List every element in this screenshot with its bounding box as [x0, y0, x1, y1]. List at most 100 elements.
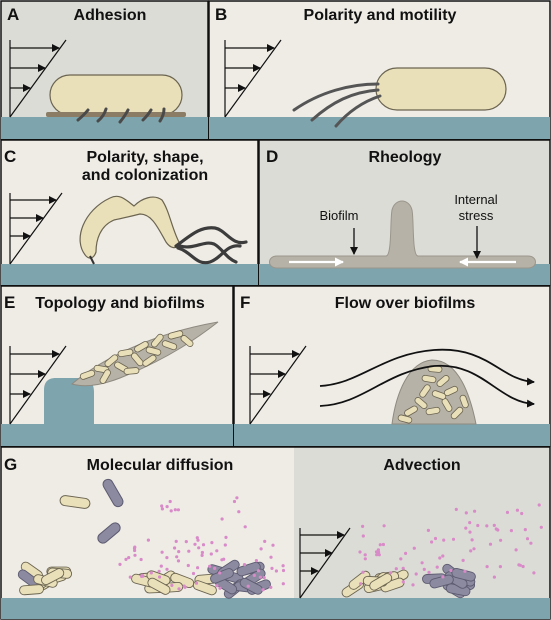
- panel-title: Adhesion: [74, 7, 147, 24]
- molecule-dot: [426, 528, 430, 533]
- molecule-dot: [160, 507, 164, 511]
- panel-title: Molecular diffusion: [87, 457, 234, 474]
- molecule-dot: [261, 588, 265, 592]
- molecule-dot: [281, 564, 285, 568]
- molecule-dot: [473, 509, 477, 513]
- molecule-dot: [158, 575, 162, 579]
- molecule-dot: [464, 511, 468, 515]
- molecule-dot: [401, 566, 405, 570]
- biofilm-layer: [269, 200, 536, 269]
- molecule-dot: [521, 564, 525, 569]
- molecule-dot: [375, 553, 379, 557]
- molecule-dot: [433, 536, 438, 541]
- pilus-icon: [76, 107, 166, 124]
- molecule-dot: [165, 567, 169, 571]
- molecule-dot: [169, 509, 173, 513]
- molecule-dot: [201, 543, 206, 547]
- molecule-dot: [492, 523, 496, 528]
- panel-title-line2: and colonization: [82, 167, 208, 184]
- molecule-dot: [140, 573, 144, 578]
- panel-title-line1: Polarity, shape,: [86, 149, 203, 166]
- molecule-dot: [412, 546, 416, 550]
- rod-cell-icon: [147, 577, 171, 595]
- panel-title: Flow over biofilms: [335, 295, 476, 312]
- molecule-dot: [218, 586, 222, 590]
- mound-cells: [397, 365, 469, 424]
- molecule-dot: [159, 564, 163, 568]
- molecule-dot: [224, 535, 228, 540]
- molecule-dot: [476, 523, 480, 528]
- molecule-dot: [358, 550, 362, 554]
- crescent-cell-icon: [79, 195, 181, 259]
- molecule-dot: [195, 536, 199, 540]
- stalk-icon: [89, 255, 95, 265]
- molecule-dot: [274, 569, 278, 573]
- molecule-dot: [193, 542, 197, 546]
- panel-letter: D: [266, 147, 278, 166]
- panel-g: G Molecular diffusion Advection: [0, 446, 551, 620]
- molecule-dot: [243, 525, 247, 529]
- molecule-dot: [223, 543, 227, 547]
- molecule-dot: [509, 529, 513, 533]
- molecule-dot: [435, 565, 439, 569]
- molecule-dot: [520, 511, 524, 516]
- molecule-dot: [196, 538, 200, 542]
- panel-title-advection: Advection: [383, 457, 460, 474]
- molecule-dot: [539, 525, 543, 529]
- molecule-dot: [246, 584, 250, 588]
- molecule-dot: [175, 555, 179, 559]
- molecule-dot: [438, 556, 442, 560]
- molecule-dot: [139, 557, 143, 562]
- rod-cell-icon: [236, 561, 261, 577]
- molecule-dot: [133, 548, 137, 553]
- flow-profile-icon: [299, 527, 351, 599]
- panel-letter: G: [4, 455, 17, 474]
- molecule-dot: [200, 550, 204, 555]
- molecule-dot: [270, 566, 274, 571]
- rod-cell-icon: [41, 568, 65, 586]
- flagellum-icon: [292, 82, 382, 128]
- molecule-dot: [269, 555, 273, 559]
- molecule-dot: [242, 563, 247, 567]
- molecule-dot: [514, 548, 518, 552]
- internal-stress-label-line1: Internal: [454, 192, 497, 207]
- molecule-dot: [485, 565, 489, 569]
- panel-a: A Adhesion: [0, 0, 209, 140]
- molecule-dot: [209, 552, 213, 556]
- molecule-dot: [537, 503, 541, 507]
- molecule-dot: [235, 496, 239, 500]
- molecule-dot: [515, 508, 520, 512]
- molecule-dot: [451, 537, 456, 541]
- advection-background: [294, 447, 550, 619]
- panel-letter: C: [4, 147, 16, 166]
- molecule-dot: [200, 553, 204, 558]
- molecule-dot: [389, 571, 393, 575]
- molecule-dot: [378, 543, 382, 547]
- molecule-dot: [377, 553, 381, 557]
- molecule-dot: [256, 569, 261, 573]
- molecule-dot: [128, 575, 132, 579]
- molecule-dot: [133, 553, 137, 557]
- molecule-dot: [505, 510, 510, 514]
- molecule-dot: [430, 540, 434, 544]
- molecule-dot: [208, 564, 212, 569]
- molecule-dot: [449, 568, 453, 573]
- molecule-dot: [237, 510, 241, 514]
- molecule-dot: [281, 568, 286, 573]
- molecule-dot: [258, 575, 262, 579]
- molecule-dot: [363, 553, 367, 557]
- molecule-dot: [394, 567, 398, 571]
- molecule-dot: [469, 549, 473, 553]
- flow-profile-icon: [9, 192, 63, 265]
- rod-cell-icon: [375, 67, 507, 111]
- molecule-dot: [363, 557, 367, 561]
- molecule-dot: [160, 550, 164, 554]
- molecule-dot: [496, 528, 500, 532]
- molecule-dot: [187, 549, 191, 553]
- molecule-dot: [517, 563, 521, 567]
- molecule-dot: [182, 584, 186, 588]
- panel-letter: E: [4, 293, 15, 312]
- molecule-dot: [532, 571, 536, 575]
- molecule-dot: [269, 585, 273, 590]
- flow-profile-icon: [249, 345, 307, 425]
